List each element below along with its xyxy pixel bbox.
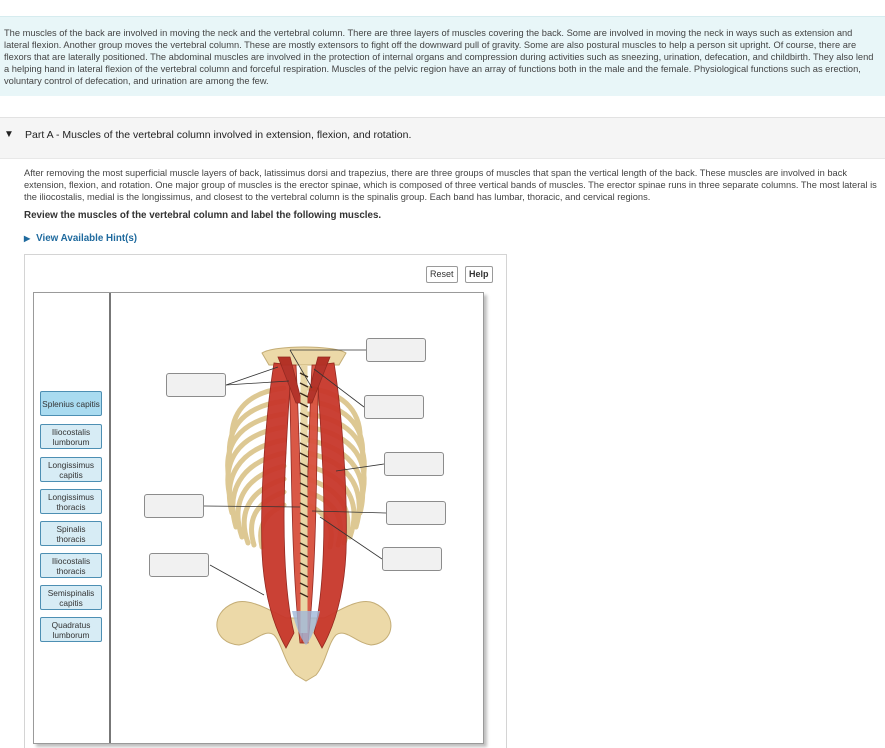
drop-target[interactable] xyxy=(384,452,444,476)
help-button[interactable]: Help xyxy=(465,266,493,283)
label-chip[interactable]: Quadratus lumborum xyxy=(40,617,102,642)
label-chip[interactable]: Iliocostalis lumborum xyxy=(40,424,102,449)
erector-spinae-muscles xyxy=(261,356,347,649)
part-label: Part A xyxy=(25,129,54,141)
label-chip[interactable]: Longissimus capitis xyxy=(40,457,102,482)
question-prompt: Review the muscles of the vertebral colu… xyxy=(24,210,382,221)
vertebral-column xyxy=(299,365,309,633)
label-bank: Splenius capitis Iliocostalis lumborum L… xyxy=(34,293,111,743)
label-chip[interactable]: Splenius capitis xyxy=(40,391,102,416)
label-chip[interactable]: Longissimus thoracis xyxy=(40,489,102,514)
labeling-canvas: Splenius capitis Iliocostalis lumborum L… xyxy=(33,292,484,744)
hint-label: View Available Hint(s) xyxy=(36,233,138,244)
label-chip[interactable]: Semispinalis capitis xyxy=(40,585,102,610)
drop-target[interactable] xyxy=(386,501,446,525)
drop-target[interactable] xyxy=(149,553,209,577)
vertebral-muscles-illustration xyxy=(203,346,392,682)
thoracolumbar-fascia xyxy=(292,611,320,645)
view-hints-link[interactable]: ▶ View Available Hint(s) xyxy=(24,233,137,244)
drop-target[interactable] xyxy=(144,494,204,518)
drop-target[interactable] xyxy=(366,338,426,362)
part-description: After removing the most superficial musc… xyxy=(24,168,877,202)
drop-target[interactable] xyxy=(382,547,442,571)
drop-target[interactable] xyxy=(364,395,424,419)
part-a-title: Part A - Muscles of the vertebral column… xyxy=(25,129,411,141)
labeling-activity: Reset Help Splenius capitis Iliocostalis… xyxy=(24,254,507,748)
part-a-header[interactable]: ▼ Part A - Muscles of the vertebral colu… xyxy=(0,117,885,159)
label-chip[interactable]: Spinalis thoracis xyxy=(40,521,102,546)
intro-text: The muscles of the back are involved in … xyxy=(0,16,885,96)
drop-target[interactable] xyxy=(166,373,226,397)
caret-down-icon[interactable]: ▼ xyxy=(4,129,14,140)
part-title-text: - Muscles of the vertebral column involv… xyxy=(53,129,412,141)
label-chip[interactable]: Iliocostalis thoracis xyxy=(40,553,102,578)
reset-button[interactable]: Reset xyxy=(426,266,458,283)
leader-lines xyxy=(203,349,387,596)
caret-right-icon: ▶ xyxy=(24,234,31,243)
